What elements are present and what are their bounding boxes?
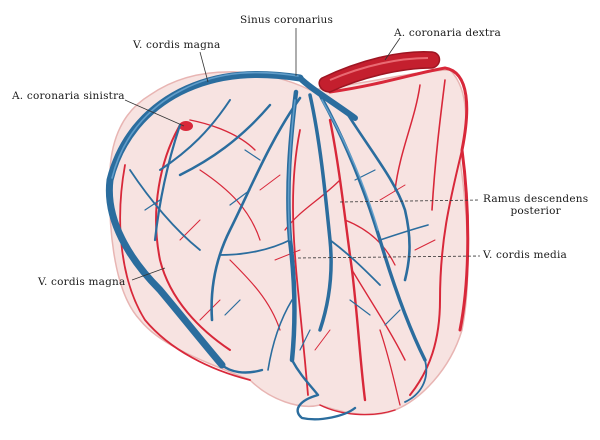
- leader-v-cordis-magna-top: [199, 51, 209, 83]
- label-v-cordis-media: V. cordis media: [483, 249, 567, 261]
- label-ramus-line1: Ramus descendens: [483, 193, 589, 205]
- leader-v-cordis-media: [297, 255, 481, 259]
- leader-a-coronaria-sinistra: [124, 99, 185, 127]
- leader-lines: [124, 28, 481, 281]
- leader-a-coronaria-dextra: [384, 37, 401, 61]
- leader-v-cordis-magna-bottom: [131, 267, 166, 281]
- label-sinus-coronarius: Sinus coronarius: [240, 14, 334, 26]
- label-v-cordis-magna-top: V. cordis magna: [133, 39, 221, 51]
- vein-highlights: [111, 71, 379, 241]
- label-a-coronaria-dextra: A. coronaria dextra: [394, 27, 501, 39]
- leader-ramus-descendens: [339, 199, 481, 203]
- right-coronary-artery: [318, 50, 441, 93]
- label-ramus-line2: posterior: [510, 205, 561, 217]
- label-v-cordis-magna-bottom: V. cordis magna: [38, 276, 126, 288]
- label-a-coronaria-sinistra: A. coronaria sinistra: [12, 90, 125, 102]
- label-ramus-descendens-posterior: Ramus descendens posterior: [483, 193, 588, 217]
- left-coronary-artery-stump: [179, 121, 193, 131]
